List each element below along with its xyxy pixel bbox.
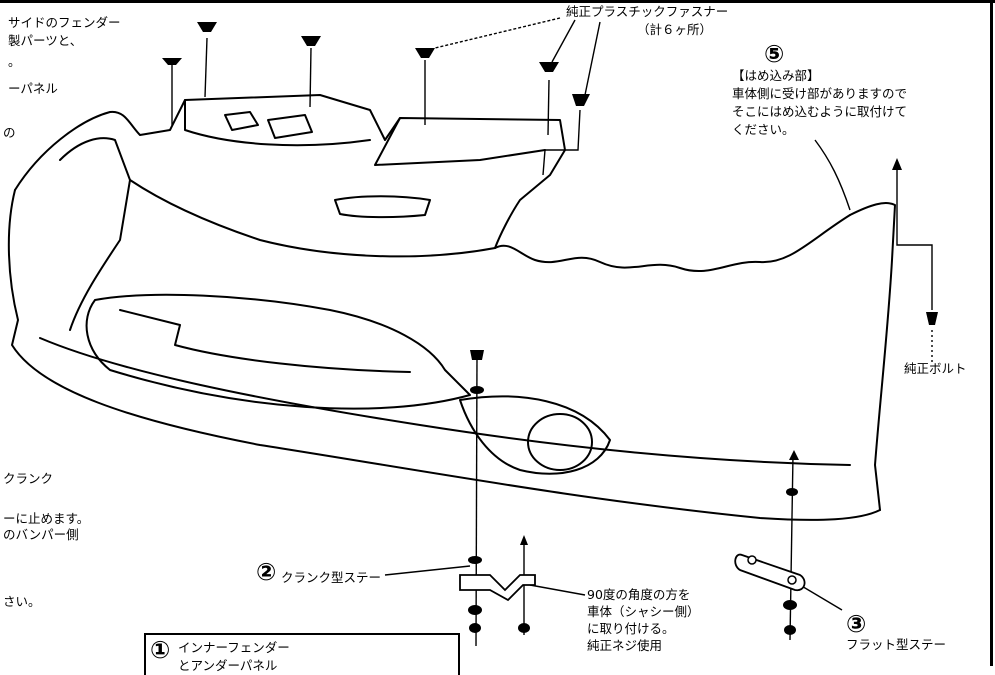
left-note-line-4: ーパネル xyxy=(8,81,58,96)
fastener-arrow-5 xyxy=(547,79,550,136)
fastener-arrow-6 xyxy=(542,109,581,176)
bumper-left-side xyxy=(7,189,881,521)
bumper-upper-outline xyxy=(14,94,566,249)
inner-fender-box: ① インナーフェンダー とアンダーパネル xyxy=(144,633,460,675)
insert-desc-1: 車体側に受け部がありますので xyxy=(732,86,908,101)
crank-stay-label: クランク型ステー xyxy=(281,570,382,585)
fastener-leader-a xyxy=(434,17,561,49)
left-note-line-5: の xyxy=(3,125,16,140)
fastener-count: （計６ヶ所） xyxy=(637,22,713,37)
inner-fender-line-1: インナーフェンダー xyxy=(178,640,290,655)
flat-stay-bracket xyxy=(734,553,806,592)
insert-number: ⑤ xyxy=(764,40,785,68)
right-panel xyxy=(374,117,546,166)
left-recess xyxy=(59,137,131,331)
left-inner-line xyxy=(129,179,496,258)
flat-stay-label: フラット型ステー xyxy=(846,637,947,652)
left-note-line-9: さい。 xyxy=(3,594,41,609)
left-note-line-1: サイドのフェンダー xyxy=(8,15,121,30)
vent-left xyxy=(224,111,259,131)
bolt-label: 純正ボルト xyxy=(904,361,967,376)
insert-title: 【はめ込み部】 xyxy=(732,68,820,83)
bumper-right-side xyxy=(849,202,896,511)
flat-leader xyxy=(799,584,843,611)
angle-note-4: 純正ネジ使用 xyxy=(587,638,663,653)
grille-inner xyxy=(119,309,411,373)
foglight-lens xyxy=(527,413,593,471)
fastener-leader-c xyxy=(584,21,601,96)
left-note-line-2: 製パーツと、 xyxy=(8,33,83,48)
angle-leader xyxy=(529,584,586,596)
foglight-housing xyxy=(459,395,611,475)
fastener-leader-b xyxy=(551,19,576,63)
bumper-cutline xyxy=(494,214,851,273)
bolt-arrow xyxy=(896,168,933,310)
left-note-line-7: ーに止めます。 xyxy=(3,511,90,526)
fastener-arrow-3 xyxy=(309,47,312,108)
fastener-heads xyxy=(162,22,938,635)
angle-note-2: 車体（シャシー側） xyxy=(587,604,700,619)
vent-right xyxy=(267,114,313,139)
bumper-lip-upper xyxy=(39,337,851,466)
grille-opening xyxy=(85,293,471,410)
angle-note-1: 90度の角度の方を xyxy=(587,587,691,602)
center-slot xyxy=(334,195,431,219)
flat-stay-number: ③ xyxy=(846,610,867,638)
flat-bolt-line xyxy=(789,454,794,641)
crank-stay-bracket xyxy=(459,574,536,602)
frame-right-edge xyxy=(990,0,993,666)
insert-desc-3: ください。 xyxy=(732,122,795,137)
crank-bolt-line xyxy=(475,354,478,647)
angle-note-3: に取り付ける。 xyxy=(587,621,675,636)
inner-fender-line-2: とアンダーパネル xyxy=(178,658,278,673)
insert-desc-2: そこにはめ込むように取付けて xyxy=(732,104,908,119)
left-note-line-6: クランク xyxy=(3,471,54,486)
fastener-arrow-2 xyxy=(204,37,208,98)
crank-leader xyxy=(384,565,471,576)
insert-leader xyxy=(814,139,851,211)
left-note-line-3: 。 xyxy=(8,54,21,69)
inner-fender-number: ① xyxy=(150,636,171,664)
left-note-line-8: のバンパー側 xyxy=(3,527,79,542)
frame-top-edge xyxy=(0,0,995,3)
crank-stay-number: ② xyxy=(256,558,277,586)
fastener-label: 純正プラスチックファスナー xyxy=(566,4,729,19)
upper-panel xyxy=(184,99,371,147)
